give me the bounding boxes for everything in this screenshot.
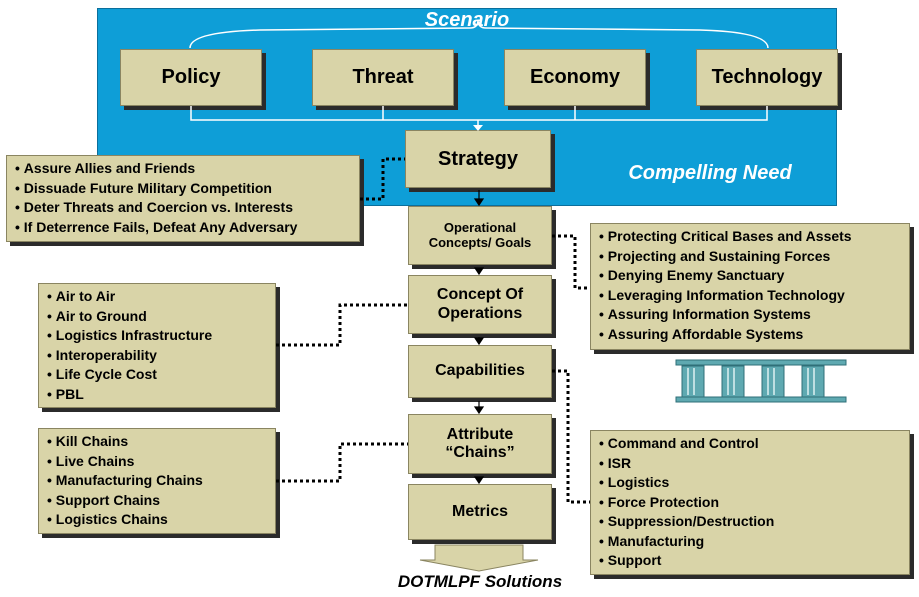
arrow-head bbox=[473, 198, 485, 207]
list-item: Manufacturing Chains bbox=[47, 471, 267, 491]
metrics-box: Metrics bbox=[408, 484, 552, 540]
list-item: Dissuade Future Military Competition bbox=[15, 179, 351, 199]
dotted-connectors bbox=[276, 157, 590, 504]
arrow-head bbox=[473, 476, 485, 485]
arrow-head bbox=[473, 267, 485, 276]
list-item: Denying Enemy Sanctuary bbox=[599, 266, 901, 286]
list-item: Logistics Infrastructure bbox=[47, 326, 267, 346]
list-item: Interoperability bbox=[47, 346, 267, 366]
list-item: PBL bbox=[47, 385, 267, 405]
capabilities-box: Capabilities bbox=[408, 345, 552, 398]
dotmlpf-solutions-label: DOTMLPF Solutions bbox=[397, 572, 563, 591]
arrow-head bbox=[473, 406, 485, 415]
arrow-head bbox=[473, 337, 485, 346]
list-item: Logistics bbox=[599, 473, 901, 493]
list-item: Assuring Affordable Systems bbox=[599, 325, 901, 345]
drivers-bracket bbox=[190, 106, 768, 121]
list-item: Command and Control bbox=[599, 434, 901, 454]
list-item: Leveraging Information Technology bbox=[599, 286, 901, 306]
pillars-graphic bbox=[675, 359, 847, 403]
list-item: Life Cycle Cost bbox=[47, 365, 267, 385]
concept-of-operations-box: Concept Of Operations bbox=[408, 275, 552, 334]
flow-arrows bbox=[473, 190, 485, 485]
driver-threat: Threat bbox=[312, 49, 454, 106]
list-item: Manufacturing bbox=[599, 532, 901, 552]
attribute-chains-box: Attribute “Chains” bbox=[408, 414, 552, 474]
list-item: Deter Threats and Coercion vs. Interests bbox=[15, 198, 351, 218]
list-item: ISR bbox=[599, 454, 901, 474]
list-item: Assuring Information Systems bbox=[599, 305, 901, 325]
list-item: Air to Ground bbox=[47, 307, 267, 327]
conops-items-box: Air to Air Air to Ground Logistics Infra… bbox=[38, 283, 276, 408]
compelling-need-label: Compelling Need bbox=[628, 162, 792, 184]
list-item: Live Chains bbox=[47, 452, 267, 472]
list-item: Support bbox=[599, 551, 901, 571]
list-item: Assure Allies and Friends bbox=[15, 159, 351, 179]
scenario-brace bbox=[189, 19, 769, 49]
chain-types-box: Kill Chains Live Chains Manufacturing Ch… bbox=[38, 428, 276, 534]
driver-technology: Technology bbox=[696, 49, 838, 106]
list-item: Support Chains bbox=[47, 491, 267, 511]
list-item: Air to Air bbox=[47, 287, 267, 307]
strategy-box: Strategy bbox=[405, 130, 551, 188]
driver-policy: Policy bbox=[120, 49, 262, 106]
output-arrow bbox=[419, 544, 539, 572]
list-item: Logistics Chains bbox=[47, 510, 267, 530]
operational-concepts-box: Operational Concepts/ Goals bbox=[408, 206, 552, 265]
scenario-title: Scenario bbox=[424, 9, 510, 31]
operational-goals-box: Protecting Critical Bases and Assets Pro… bbox=[590, 223, 910, 350]
list-item: If Deterrence Fails, Defeat Any Adversar… bbox=[15, 218, 351, 238]
list-item: Kill Chains bbox=[47, 432, 267, 452]
arrow-head bbox=[473, 125, 483, 131]
driver-economy: Economy bbox=[504, 49, 646, 106]
list-item: Projecting and Sustaining Forces bbox=[599, 247, 901, 267]
list-item: Force Protection bbox=[599, 493, 901, 513]
list-item: Suppression/Destruction bbox=[599, 512, 901, 532]
list-item: Protecting Critical Bases and Assets bbox=[599, 227, 901, 247]
capability-areas-box: Command and Control ISR Logistics Force … bbox=[590, 430, 910, 575]
strategy-goals-box: Assure Allies and Friends Dissuade Futur… bbox=[6, 155, 360, 242]
